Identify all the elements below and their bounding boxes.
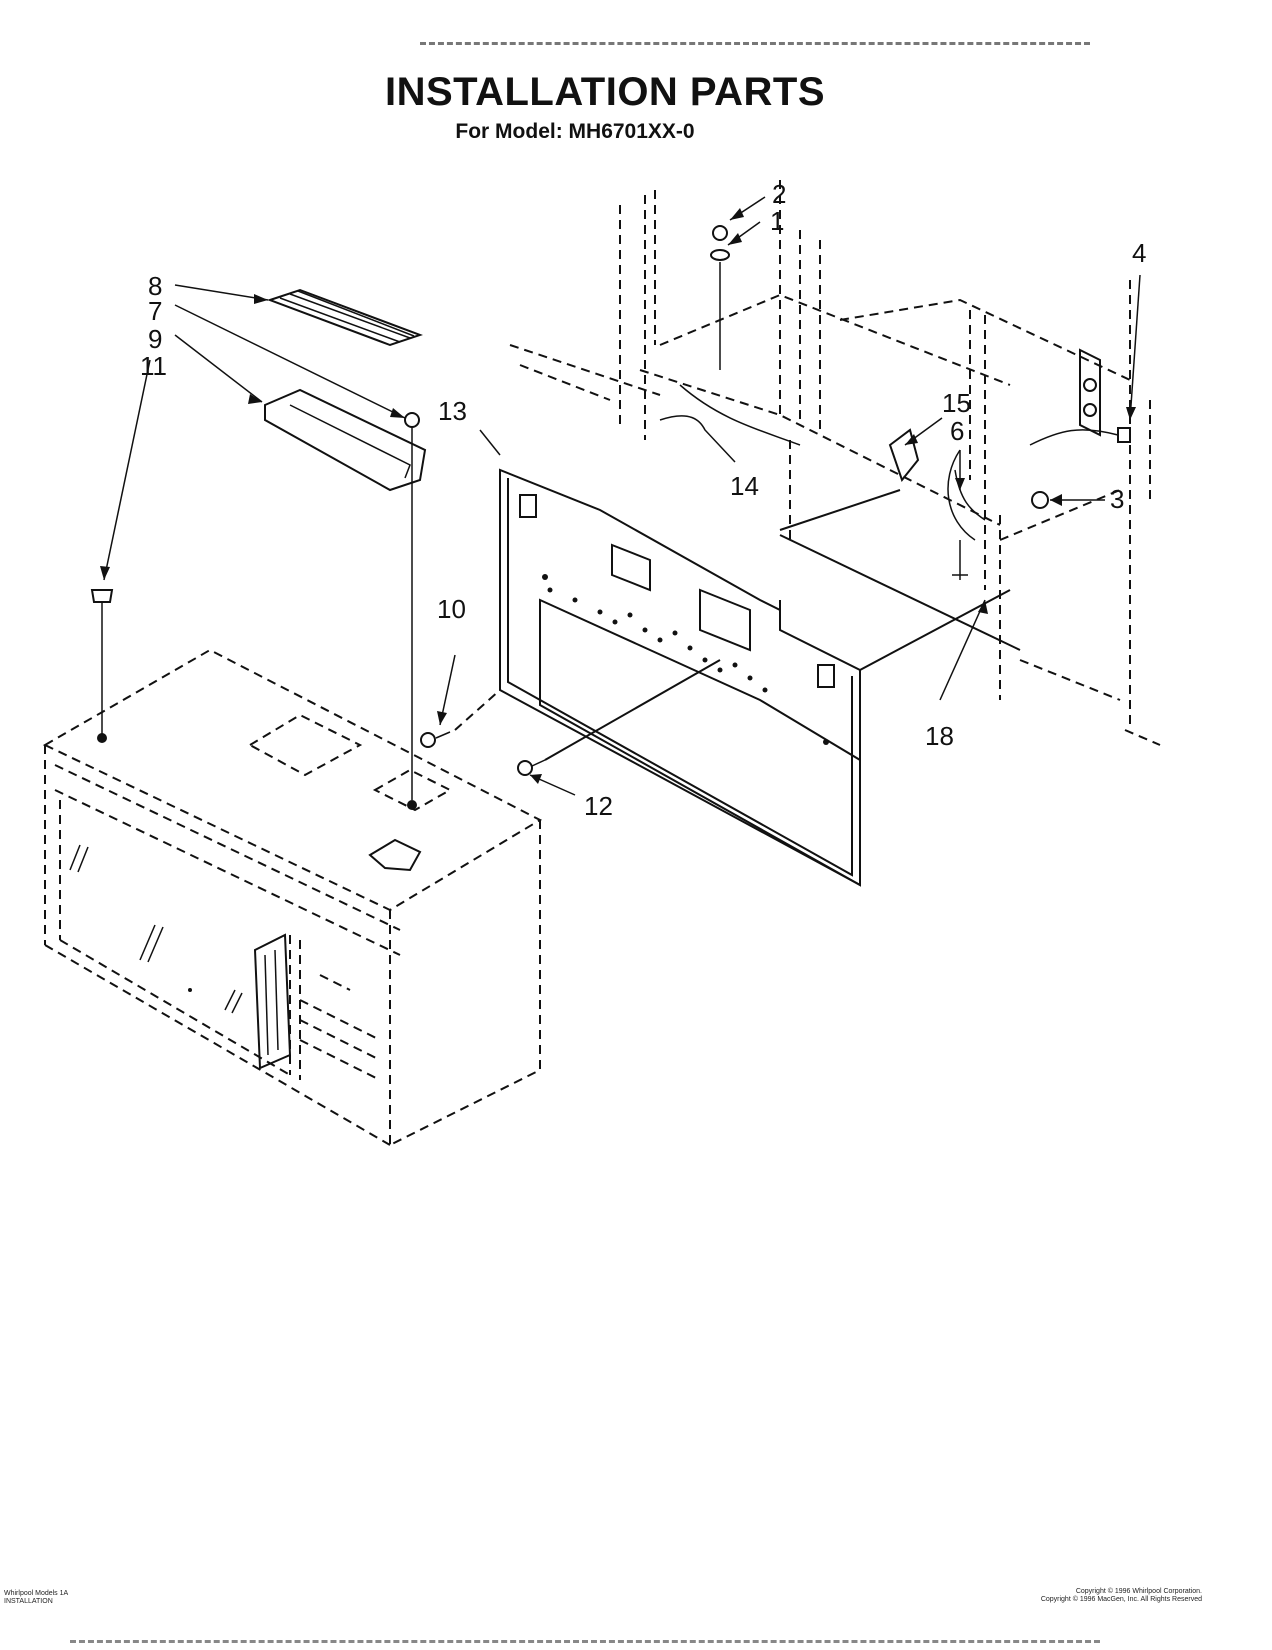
arrow-heads: [100, 208, 1136, 784]
microwave-oven: [42, 648, 543, 1146]
callout-15: 15: [942, 388, 971, 418]
header-scan-dashes: [420, 42, 1090, 49]
callout-4: 4: [1132, 238, 1146, 268]
screw-part-12: [517, 659, 721, 776]
callout-labels: 2 1 4 8 7 9 11 13 15 6 3 14 18 10 12: [140, 179, 1146, 821]
callout-14: 14: [730, 471, 759, 501]
screw-part-10: [420, 689, 501, 748]
callout-6: 6: [950, 416, 964, 446]
model-subtitle: For Model: MH6701XX-0: [455, 120, 695, 143]
callout-2: 2: [772, 179, 786, 209]
plate-holes: [542, 574, 829, 745]
wiring-part-15-6: [679, 384, 986, 580]
footer-left-line-1: Whirlpool Models 1A: [4, 1590, 69, 1597]
callout-7: 7: [148, 296, 162, 326]
footer-right: Copyright © 1996 Whirlpool Corporation. …: [1041, 1588, 1202, 1604]
footer-right-line-2: Copyright © 1996 MacGen, Inc. All Rights…: [1040, 1596, 1202, 1603]
grille-frame-part-9: [264, 388, 427, 492]
callout-3: 3: [1110, 484, 1124, 514]
wall-bracket-part-4: [1029, 348, 1131, 446]
callout-1: 1: [770, 206, 784, 236]
footer-scan-dashes: [70, 1640, 1100, 1647]
screw-part-2-1: [710, 225, 730, 370]
callout-12: 12: [584, 791, 613, 821]
page-title: INSTALLATION PARTS: [384, 70, 826, 114]
callout-11: 11: [140, 351, 167, 381]
grille-part-8: [267, 288, 423, 347]
footer-left-line-2: INSTALLATION: [4, 1598, 53, 1605]
callout-10: 10: [437, 594, 466, 624]
callout-9: 9: [148, 324, 162, 354]
screw-part-3: [1031, 491, 1049, 509]
screw-part-7: [404, 412, 420, 800]
callout-18: 18: [925, 721, 954, 751]
wall-cabinet-outline: [509, 180, 1161, 746]
mounting-plate: [499, 468, 1021, 887]
footer-right-line-1: Copyright © 1996 Whirlpool Corporation.: [1075, 1588, 1202, 1595]
footer-left: Whirlpool Models 1A INSTALLATION: [4, 1590, 68, 1606]
callout-13: 13: [438, 396, 467, 426]
callout-8: 8: [148, 271, 162, 301]
